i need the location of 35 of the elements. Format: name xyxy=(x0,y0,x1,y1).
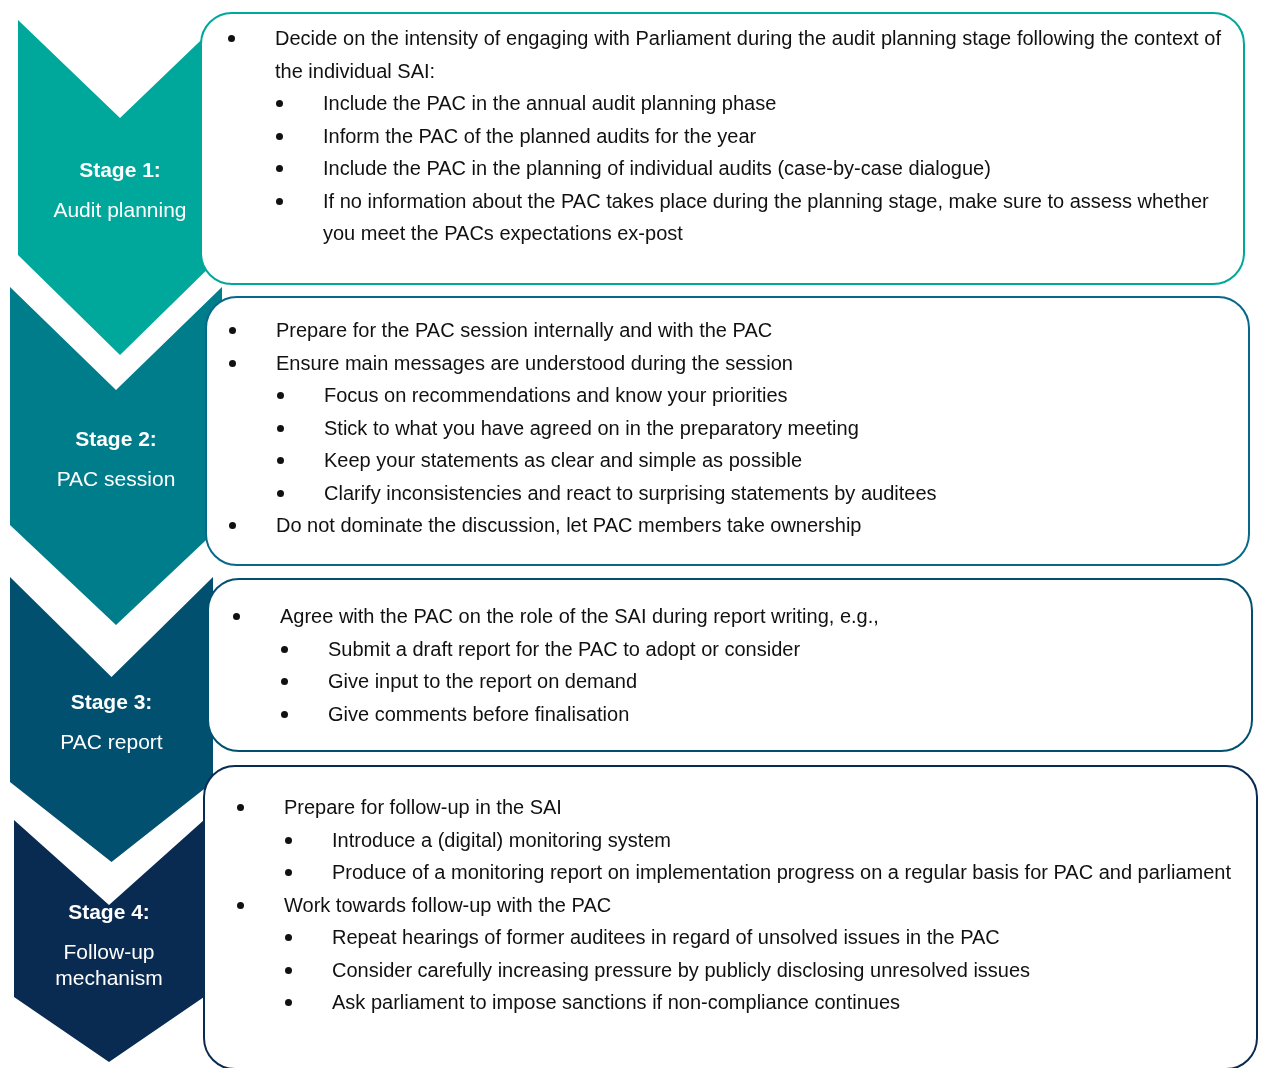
text-panel xyxy=(205,296,1250,566)
stage-name: PAC session xyxy=(55,466,177,492)
bullet-text: Do not dominate the discussion, let PAC members take ownership xyxy=(276,513,863,538)
text-panel xyxy=(200,12,1245,285)
bullet-text: Keep your statements as clear and simple as possible xyxy=(324,448,804,473)
stage-label: Stage 3: xyxy=(69,689,154,715)
bullet-text: Inform the PAC of the planned audits for the year xyxy=(323,123,758,149)
bullet-text: Introduce a (digital) monitoring system xyxy=(332,827,673,853)
text-panel xyxy=(207,578,1253,752)
bullet-text: Include the PAC in the annual audit planning phase xyxy=(323,91,778,116)
bullet-text: Agree with the PAC on the role of the SAI during report writing, e.g., xyxy=(280,604,880,629)
bullet-text: Produce of a monitoring report on implementation progress on a regular basis for PAC and parliament xyxy=(332,860,1232,885)
bullet-text: Repeat hearings of former auditees in regard of unsolved issues in the PAC xyxy=(332,925,1001,950)
stage-name: PAC report xyxy=(59,729,164,755)
bullet-text: Prepare for the PAC session internally and with the PAC xyxy=(276,318,774,343)
bullet-text: Include the PAC in the planning of individual audits (case-by-case dialogue) xyxy=(323,156,992,181)
stage-label: Stage 1: xyxy=(78,157,162,183)
stage-name: Follow-up mechanism xyxy=(54,939,164,991)
stage-label: Stage 2: xyxy=(74,426,158,452)
text-panel xyxy=(203,765,1258,1068)
bullet-text: Focus on recommendations and know your priorities xyxy=(324,383,789,408)
stage-name: Audit planning xyxy=(52,197,188,223)
bullet-text: Give input to the report on demand xyxy=(328,669,639,694)
bullet-text: Stick to what you have agreed on in the preparatory meeting xyxy=(324,415,860,441)
stage-label: Stage 4: xyxy=(67,899,151,925)
bullet-text: Submit a draft report for the PAC to adopt or consider xyxy=(328,636,802,662)
bullet-text: Consider carefully increasing pressure by publicly disclosing unresolved issues xyxy=(332,957,1032,983)
bullet-text: Ask parliament to impose sanctions if non-compliance continues xyxy=(332,990,902,1015)
bullet-text: Ensure main messages are understood during the session xyxy=(276,350,794,376)
bullet-text: If no information about the PAC takes place during the planning stage, make sure to assess whether you meet the PACs expectations ex-post xyxy=(323,188,1210,246)
bullet-text: Work towards follow-up with the PAC xyxy=(284,892,613,918)
bullet-text: Give comments before finalisation xyxy=(328,701,631,727)
bullet-text: Clarify inconsistencies and react to surprising statements by auditees xyxy=(324,480,938,506)
bullet-text: Prepare for follow-up in the SAI xyxy=(284,795,563,820)
bullet-text: Decide on the intensity of engaging with Parliament during the audit planning stage following the context of the individual SAI: xyxy=(275,26,1221,84)
